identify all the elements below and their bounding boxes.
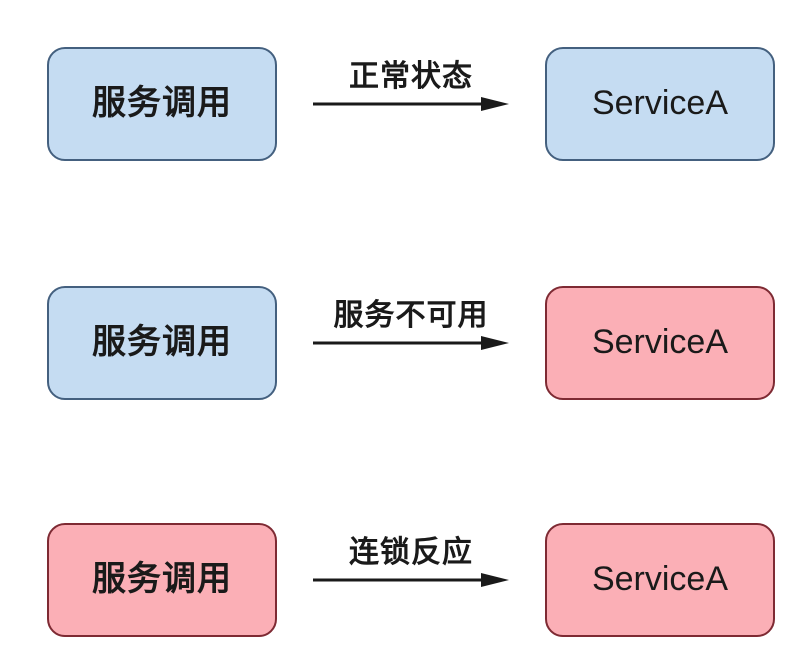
arrow-group: 正常状态 — [277, 47, 545, 161]
box-label: ServiceA — [591, 323, 729, 362]
service-a-box: ServiceA — [545, 523, 775, 637]
service-a-box: ServiceA — [545, 286, 775, 400]
service-a-box: ServiceA — [545, 47, 775, 161]
arrow-right-icon — [313, 573, 509, 587]
diagram-row: 服务调用 服务不可用 ServiceA — [47, 286, 775, 400]
arrow-group: 连锁反应 — [277, 523, 545, 637]
box-label: 服务调用 — [92, 560, 232, 599]
diagram-row: 服务调用 连锁反应 ServiceA — [47, 523, 775, 637]
arrow-label: 连锁反应 — [349, 536, 473, 569]
service-caller-box: 服务调用 — [47, 286, 277, 400]
arrow-group: 服务不可用 — [277, 286, 545, 400]
box-label: 服务调用 — [92, 84, 232, 123]
arrow-right-icon — [313, 336, 509, 350]
box-label: 服务调用 — [92, 323, 232, 362]
arrow-right-icon — [313, 97, 509, 111]
box-label: ServiceA — [591, 84, 729, 123]
arrow-label: 服务不可用 — [333, 299, 489, 332]
arrow-label: 正常状态 — [349, 60, 473, 93]
service-caller-box: 服务调用 — [47, 47, 277, 161]
box-label: ServiceA — [591, 560, 729, 599]
diagram-row: 服务调用 正常状态 ServiceA — [47, 47, 775, 161]
service-caller-box: 服务调用 — [47, 523, 277, 637]
